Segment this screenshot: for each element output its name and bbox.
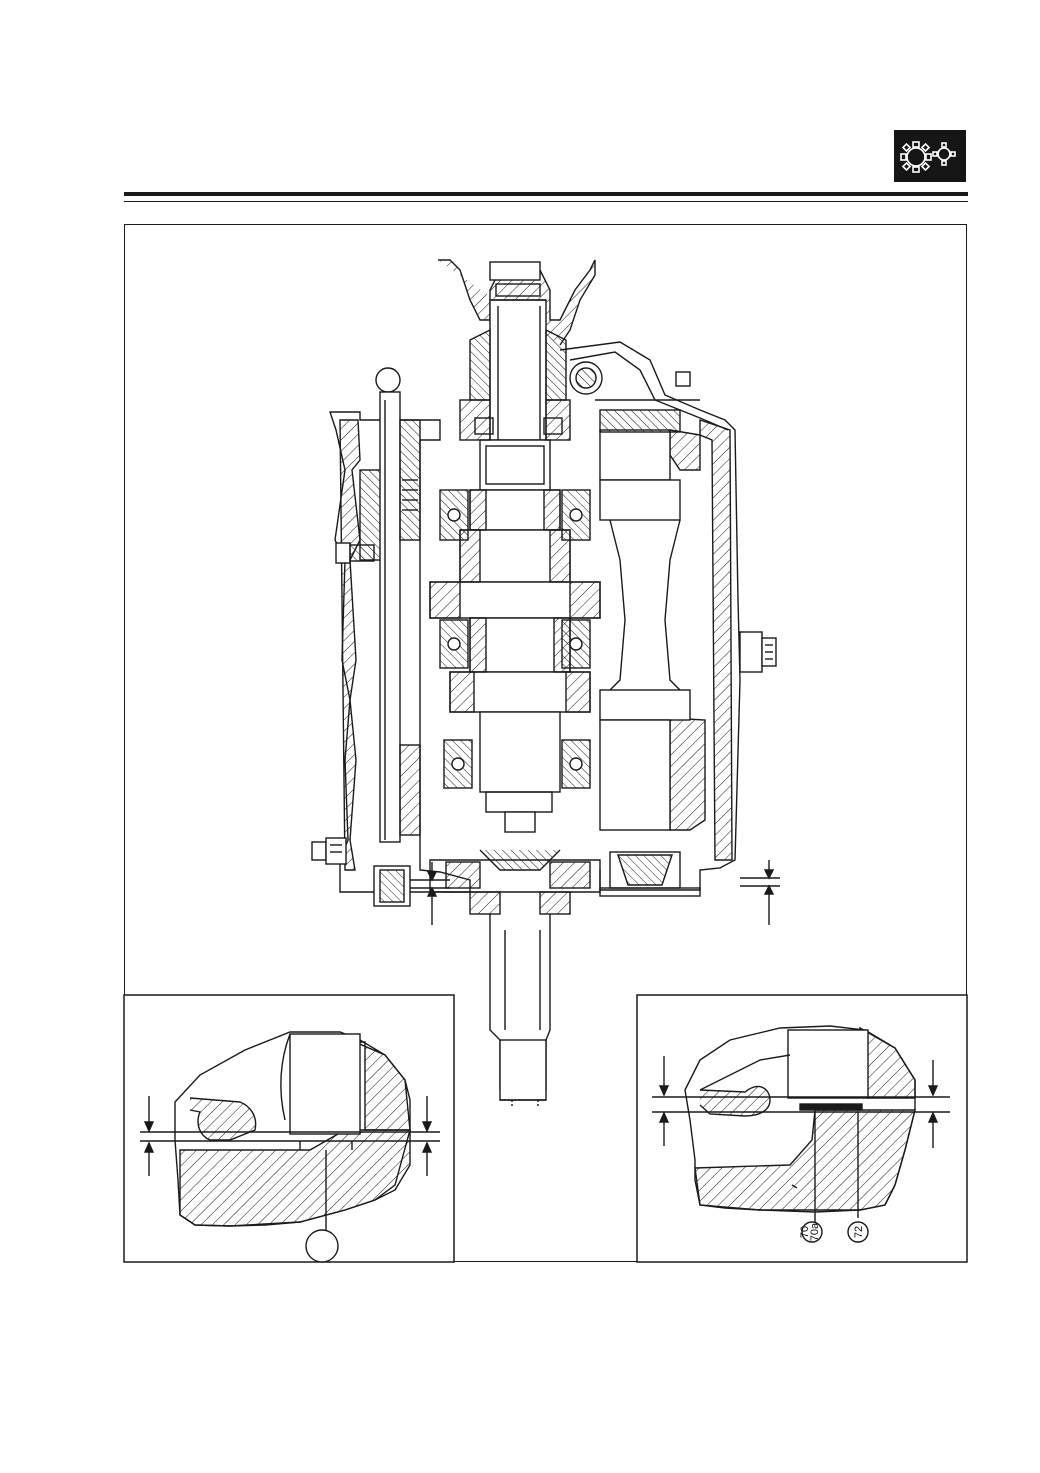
left-detail-view bbox=[123, 994, 455, 1263]
header-rule-thick bbox=[124, 192, 968, 196]
callout-70a: 70a bbox=[809, 1222, 821, 1241]
callout-70: 70 bbox=[799, 1226, 811, 1238]
gears-icon bbox=[894, 130, 966, 182]
callout-72: 72 bbox=[853, 1226, 865, 1238]
right-detail-view: 70 70a 72 bbox=[636, 994, 968, 1263]
header-rule-thin bbox=[124, 201, 968, 202]
diagram-frame bbox=[124, 224, 967, 1262]
